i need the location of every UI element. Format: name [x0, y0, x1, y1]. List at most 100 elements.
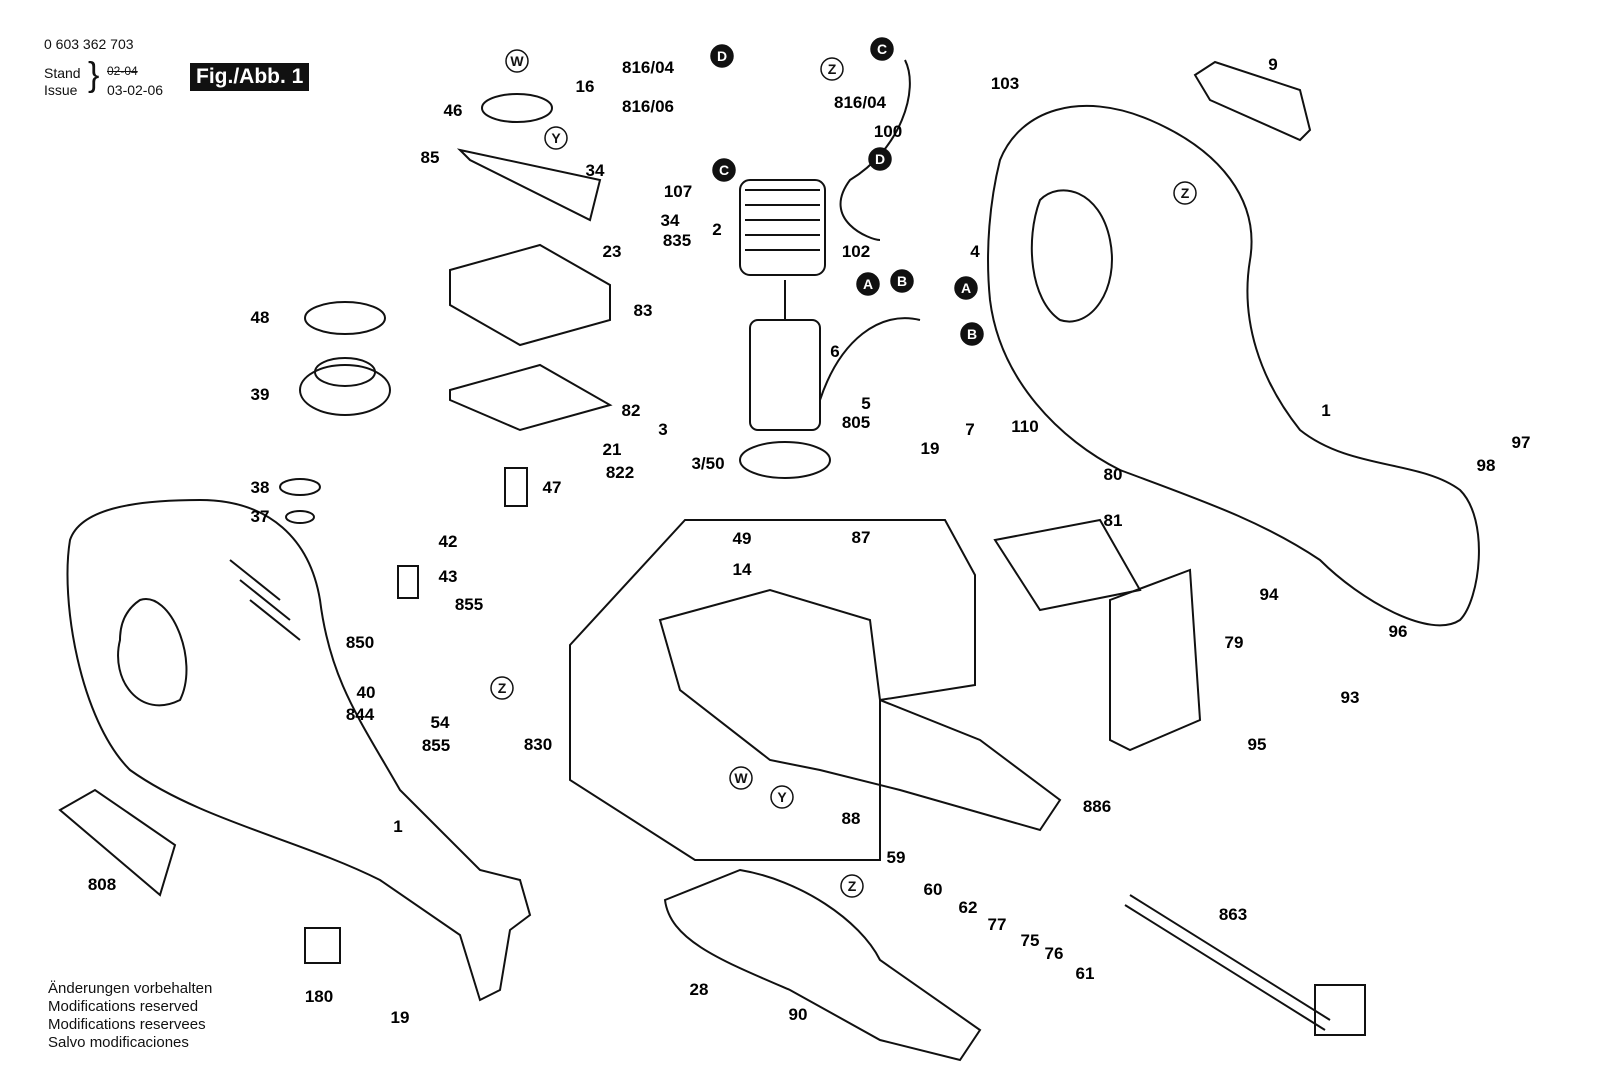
- part-label-100: 100: [874, 122, 902, 141]
- svg-text:D: D: [717, 48, 727, 64]
- part-label-855: 855: [455, 595, 483, 614]
- part-label-816-04: 816/04: [834, 93, 887, 112]
- part-label-34: 34: [586, 161, 605, 180]
- svg-text:B: B: [967, 326, 977, 342]
- part-label-43: 43: [439, 567, 458, 586]
- note-es: Salvo modificaciones: [48, 1034, 189, 1051]
- part-label-93: 93: [1341, 688, 1360, 707]
- reference-marker-y: Y: [770, 785, 794, 809]
- modification-notes: Änderungen vorbehalten Modifications res…: [48, 980, 212, 1052]
- part-label-863: 863: [1219, 905, 1247, 924]
- housing-left: [66, 498, 532, 1002]
- part-label-82: 82: [622, 401, 641, 420]
- part-label-40: 40: [357, 683, 376, 702]
- svg-text:Y: Y: [777, 789, 787, 805]
- reference-marker-a: A: [954, 276, 978, 300]
- reference-marker-c: C: [870, 37, 894, 61]
- part-label-1: 1: [393, 817, 402, 836]
- part-label-94: 94: [1260, 585, 1279, 604]
- part-label-830: 830: [524, 735, 552, 754]
- svg-text:A: A: [961, 280, 971, 296]
- part-label-9: 9: [1268, 55, 1277, 74]
- part-label-28: 28: [690, 980, 709, 999]
- reference-marker-y: Y: [544, 126, 568, 150]
- part-label-80: 80: [1104, 465, 1123, 484]
- stand-label: Stand: [44, 65, 81, 81]
- part-number: 0 603 362 703: [44, 36, 134, 52]
- part-label-85: 85: [421, 148, 440, 167]
- part-label-850: 850: [346, 633, 374, 652]
- part-label-59: 59: [887, 848, 906, 867]
- part-label-87: 87: [852, 528, 871, 547]
- reference-marker-z: Z: [840, 874, 864, 898]
- part-label-816-04: 816/04: [622, 58, 675, 77]
- part-label-805: 805: [842, 413, 870, 432]
- issue-date: 03-02-06: [107, 82, 164, 98]
- housing-right: [987, 105, 1480, 627]
- part-label-5: 5: [861, 394, 870, 413]
- note-fr: Modifications reservees: [48, 1016, 206, 1033]
- svg-text:D: D: [875, 151, 885, 167]
- part-label-54: 54: [431, 713, 450, 732]
- part-label-48: 48: [251, 308, 270, 327]
- part-label-19: 19: [391, 1008, 410, 1027]
- issue-label: Issue: [44, 82, 78, 98]
- old-date: 02-04: [107, 64, 138, 78]
- svg-text:Z: Z: [848, 878, 857, 894]
- part-label-103: 103: [991, 74, 1019, 93]
- part-label-1: 1: [1321, 401, 1330, 420]
- part-label-835: 835: [663, 231, 691, 250]
- reference-marker-z: Z: [820, 57, 844, 81]
- part-label-14: 14: [733, 560, 752, 579]
- part-label-844: 844: [346, 705, 375, 724]
- svg-text:Y: Y: [551, 130, 561, 146]
- part-label-808: 808: [88, 875, 116, 894]
- svg-text:B: B: [897, 273, 907, 289]
- svg-text:W: W: [734, 770, 748, 786]
- part-label-21: 21: [603, 440, 622, 459]
- reference-marker-c: C: [712, 158, 736, 182]
- gearbox-outline: [569, 519, 976, 861]
- part-label-37: 37: [251, 507, 270, 526]
- reference-marker-w: W: [729, 766, 753, 790]
- svg-text:Z: Z: [1181, 185, 1190, 201]
- part-label-822: 822: [606, 463, 634, 482]
- reference-marker-w: W: [505, 49, 529, 73]
- part-label-77: 77: [988, 915, 1007, 934]
- part-label-46: 46: [444, 101, 463, 120]
- brace: }: [88, 56, 100, 94]
- part-label-19: 19: [921, 439, 940, 458]
- part-label-83: 83: [634, 301, 653, 320]
- part-label-42: 42: [439, 532, 458, 551]
- part-label-2: 2: [712, 220, 721, 239]
- part-drawings: [58, 59, 1480, 1062]
- note-de: Änderungen vorbehalten: [48, 980, 213, 997]
- svg-text:Z: Z: [498, 680, 507, 696]
- part-label-49: 49: [733, 529, 752, 548]
- part-label-96: 96: [1389, 622, 1408, 641]
- part-label-110: 110: [1011, 417, 1038, 436]
- part-label-3-50: 3/50: [691, 454, 724, 473]
- part-label-23: 23: [603, 242, 622, 261]
- figure-label: Fig./Abb. 1: [190, 63, 310, 91]
- part-label-98: 98: [1477, 456, 1496, 475]
- part-label-180: 180: [305, 987, 333, 1006]
- reference-marker-a: A: [856, 272, 880, 296]
- part-label-7: 7: [965, 420, 974, 439]
- part-label-886: 886: [1083, 797, 1111, 816]
- part-label-76: 76: [1045, 944, 1064, 963]
- part-label-855: 855: [422, 736, 450, 755]
- part-label-4: 4: [970, 242, 980, 261]
- part-label-102: 102: [842, 242, 870, 261]
- svg-text:C: C: [877, 41, 887, 57]
- reference-marker-b: B: [960, 322, 984, 346]
- reference-marker-d: D: [868, 147, 892, 171]
- part-label-60: 60: [924, 880, 943, 899]
- part-label-6: 6: [830, 342, 839, 361]
- part-label-75: 75: [1021, 931, 1040, 950]
- part-label-107: 107: [664, 182, 692, 201]
- part-label-16: 16: [576, 77, 595, 96]
- part-label-47: 47: [543, 478, 562, 497]
- svg-text:Z: Z: [828, 61, 837, 77]
